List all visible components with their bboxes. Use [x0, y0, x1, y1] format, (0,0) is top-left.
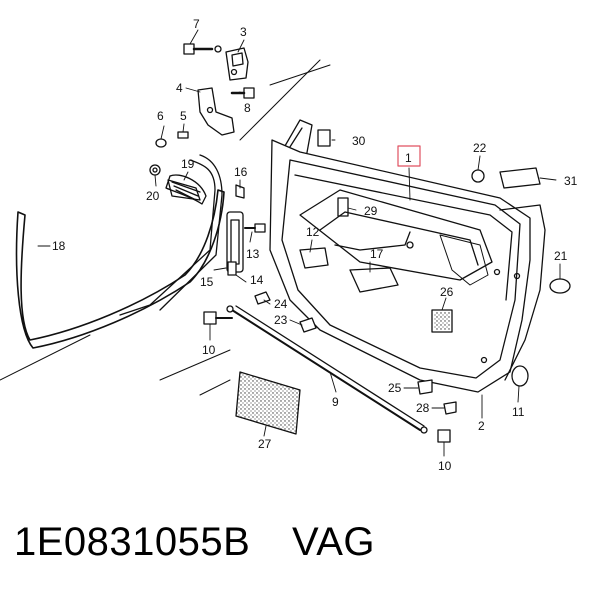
plug-lower [511, 365, 529, 387]
callout-7: 7 [193, 17, 200, 31]
callout-26: 26 [440, 285, 454, 299]
callout-9: 9 [332, 395, 339, 409]
callout-10b: 10 [438, 459, 452, 473]
callout-22: 22 [473, 141, 487, 155]
callout-25: 25 [388, 381, 402, 395]
bolt-10a [203, 311, 233, 325]
part-number: 1E0831055B [14, 520, 251, 564]
bolt-10b [437, 429, 451, 443]
highlight-box [397, 145, 421, 167]
callout-18: 18 [52, 239, 66, 253]
callout-28: 28 [416, 401, 430, 415]
washer [149, 164, 161, 176]
door-check-rod [226, 305, 428, 434]
callout-1: 1 [405, 151, 412, 165]
clip-23 [299, 317, 317, 333]
callout-3: 3 [240, 25, 247, 39]
callout-31: 31 [564, 174, 578, 188]
callout-12: 12 [306, 225, 320, 239]
callout-6: 6 [157, 109, 164, 123]
callout-30: 30 [352, 134, 366, 148]
hinge-lower [197, 87, 235, 136]
grommet [471, 169, 485, 183]
bolt-upper [183, 43, 222, 55]
clip-bracket [499, 167, 541, 189]
foam-pad [235, 371, 301, 435]
callout-8: 8 [244, 101, 251, 115]
callout-19: 19 [181, 157, 195, 171]
callout-15: 15 [200, 275, 214, 289]
door-seal-strip [15, 189, 225, 349]
door-handle [349, 267, 399, 293]
callout-5: 5 [180, 109, 187, 123]
callout-10a: 10 [202, 343, 216, 357]
callout-11: 11 [512, 405, 525, 419]
callout-29: 29 [364, 204, 378, 218]
pin [177, 131, 189, 139]
door-frame-pillar [119, 159, 216, 316]
callout-4: 4 [176, 81, 183, 95]
lock-cylinder [165, 174, 207, 205]
hinge-upper [225, 47, 249, 81]
callout-16: 16 [234, 165, 248, 179]
lock-rod-assembly [226, 184, 266, 276]
plug-right [549, 278, 571, 294]
callout-20: 20 [146, 189, 160, 203]
callout-27: 27 [258, 437, 272, 451]
bolt-hinge [230, 87, 255, 99]
leader-lines [37, 29, 561, 457]
door-shell [269, 139, 546, 393]
callout-24: 24 [274, 297, 288, 311]
callout-2: 2 [478, 419, 485, 433]
callout-labels: 7 3 4 8 6 5 19 20 16 30 1 22 31 29 18 13… [52, 17, 578, 473]
body-outline-lines [0, 59, 331, 396]
callout-14: 14 [250, 273, 264, 287]
callout-13: 13 [246, 247, 260, 261]
clip-25 [417, 379, 433, 395]
clip-28 [443, 401, 457, 415]
callout-23: 23 [274, 313, 288, 327]
brand-label: VAG [292, 520, 376, 564]
sound-pad [431, 309, 453, 333]
bushing [155, 138, 167, 148]
callout-17: 17 [370, 247, 384, 261]
callout-21: 21 [554, 249, 568, 263]
latch-bracket [299, 247, 329, 269]
